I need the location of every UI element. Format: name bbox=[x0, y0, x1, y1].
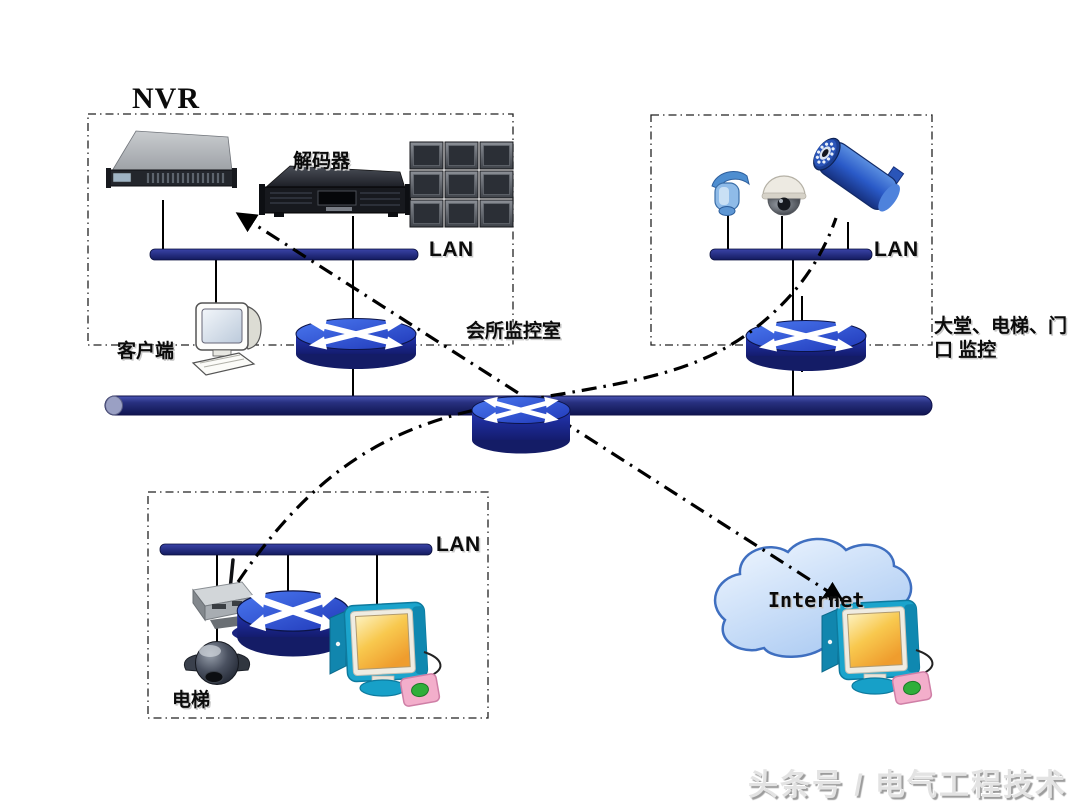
nvr-server-icon bbox=[106, 130, 237, 188]
decoder-label: 解码器 bbox=[293, 151, 351, 172]
switch-icon bbox=[746, 321, 866, 372]
lan-label-elevator: LAN bbox=[436, 533, 481, 556]
bullet-camera-icon bbox=[813, 137, 905, 212]
dashdot-arrow-icon bbox=[236, 217, 838, 583]
lan-bus-icon bbox=[709, 248, 873, 261]
decoder-icon bbox=[259, 165, 411, 217]
workstation-icon bbox=[329, 600, 442, 708]
lan-bus-icon bbox=[149, 248, 419, 261]
entrance-zone-box bbox=[650, 114, 933, 346]
lan-bus-icon bbox=[159, 543, 433, 556]
ptz-camera-icon bbox=[711, 171, 750, 216]
internet-label: Internet bbox=[768, 588, 865, 612]
elevator-label: 电梯 bbox=[172, 690, 211, 711]
nvr-label: NVR bbox=[132, 82, 200, 115]
client-label: 客户端 bbox=[117, 341, 175, 362]
lan-label-entrance: LAN bbox=[874, 238, 919, 261]
core-router-icon bbox=[471, 397, 571, 454]
entrance-zone-label: 大堂、电梯、门口 监控 bbox=[934, 316, 1068, 361]
watermark: 头条号 / 电气工程技术 bbox=[748, 769, 1068, 802]
workstation-icon bbox=[821, 598, 934, 706]
switch-icon bbox=[296, 319, 416, 370]
client-pc-icon bbox=[191, 302, 262, 376]
video-wall-icon bbox=[409, 141, 514, 228]
elevator-camera-icon bbox=[183, 641, 251, 685]
club-room-label: 会所监控室 bbox=[466, 321, 562, 342]
dome-camera-icon bbox=[761, 175, 807, 216]
club-zone-box bbox=[87, 113, 514, 346]
lan-label-club: LAN bbox=[429, 238, 474, 261]
